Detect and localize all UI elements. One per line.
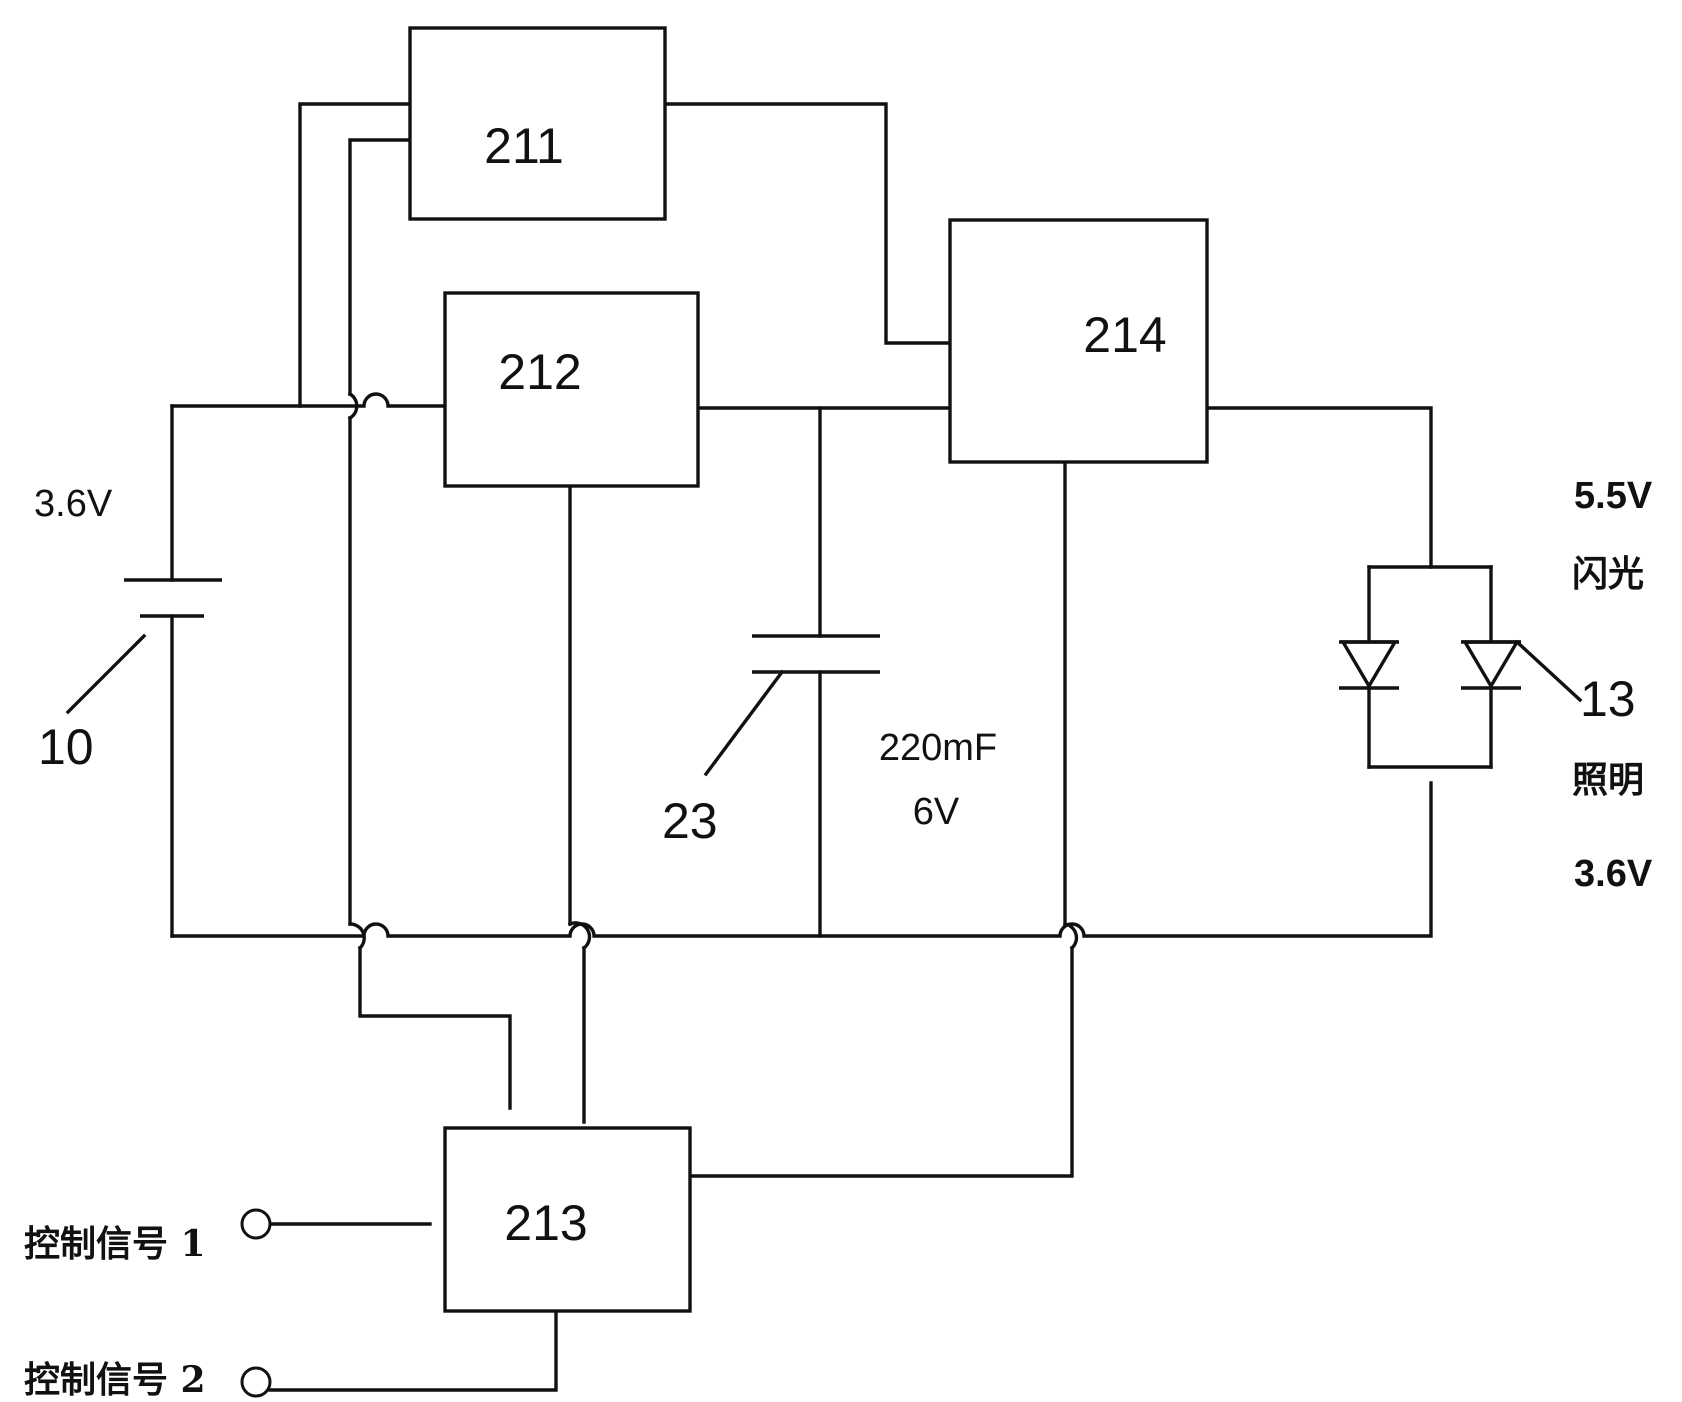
wire-211-to-214 xyxy=(663,102,952,345)
led-leader-line xyxy=(1514,639,1583,703)
capacitor-ref-label: 23 xyxy=(662,793,718,849)
block-214: 214 xyxy=(948,218,1209,464)
control-signal-2-terminal xyxy=(240,1366,272,1398)
control-signal-2-wire xyxy=(268,1309,558,1392)
block-214-label: 214 xyxy=(1083,307,1166,363)
capacitor-rating-label: 6V xyxy=(913,791,960,833)
wire-211-outer-feed xyxy=(298,102,412,408)
control-signal-2-label: 控制信号 2 xyxy=(24,1359,206,1401)
flash-voltage-label: 5.5V xyxy=(1574,475,1653,517)
block-213: 213 xyxy=(443,1126,692,1313)
light-label: 照明 xyxy=(1572,759,1644,801)
crossover-bottom-212 xyxy=(567,921,592,951)
crossover-bottom-211-inner xyxy=(348,922,366,951)
block-213-label: 213 xyxy=(504,1195,587,1251)
block-212-label: 212 xyxy=(498,344,581,400)
crossovers xyxy=(347,391,1079,951)
top-rail-left xyxy=(170,392,447,408)
led-right-triangle xyxy=(1462,640,1520,690)
battery-ref-label: 10 xyxy=(38,719,94,775)
led-ref-label: 13 xyxy=(1580,671,1636,727)
block-212: 212 xyxy=(443,291,700,488)
led-right-diode xyxy=(1461,640,1521,690)
battery-symbol xyxy=(65,578,222,715)
wire-214-to-213-lower xyxy=(688,946,1074,1178)
wire-211-inner-feed xyxy=(348,138,412,396)
block-211: 211 xyxy=(408,26,667,221)
control-signal-1-terminal xyxy=(240,1208,272,1240)
capacitor-value-label: 220mF xyxy=(879,727,997,769)
crossover-top-211-inner xyxy=(347,391,359,421)
led-left-triangle xyxy=(1340,640,1398,690)
bottom-rail xyxy=(170,781,1433,938)
block-211-label: 211 xyxy=(484,118,564,174)
control-signal-1-label: 控制信号 1 xyxy=(24,1223,206,1265)
capacitor-leader-line xyxy=(703,669,785,777)
crossover-bottom-214 xyxy=(1063,922,1079,951)
top-rail-right xyxy=(1205,406,1433,569)
battery-voltage-label: 3.6V xyxy=(34,483,113,525)
wires xyxy=(170,102,1493,1392)
capacitor-symbol xyxy=(703,634,880,777)
light-voltage-label: 3.6V xyxy=(1574,853,1653,895)
battery-leader-line xyxy=(65,633,147,715)
flash-label: 闪光 xyxy=(1572,553,1644,595)
led-left-diode xyxy=(1339,640,1399,690)
wire-213-left-input xyxy=(358,946,512,1110)
